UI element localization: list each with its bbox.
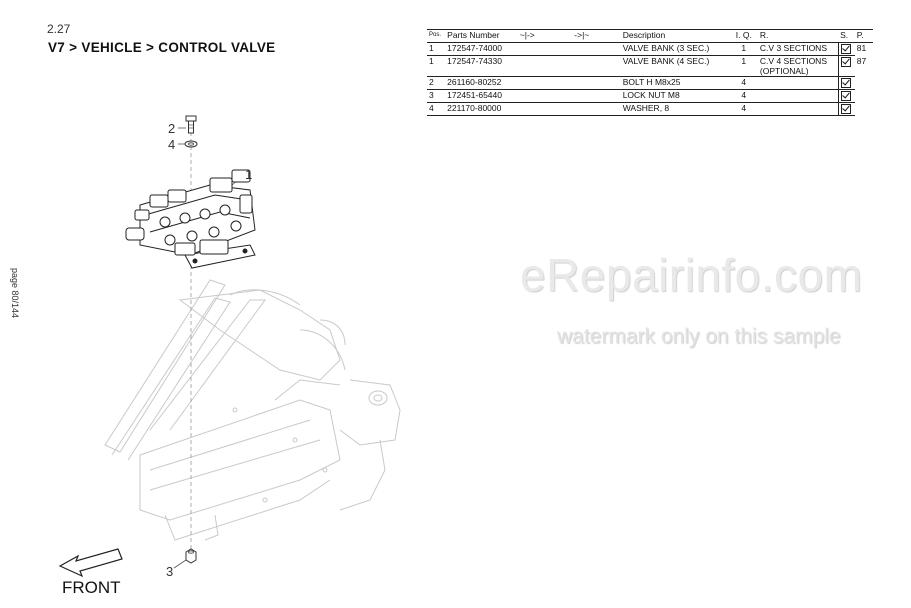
header-r: R. — [757, 29, 839, 43]
breadcrumb: V7 > VEHICLE > CONTROL VALVE — [48, 40, 276, 55]
cell-part-number[interactable]: 172547-74330 — [445, 55, 518, 77]
parts-table: Pos. Parts Number ~|-> ->|~ Description … — [427, 29, 873, 116]
watermark-subtext: watermark only on this sample — [557, 325, 841, 348]
washer-icon — [184, 140, 198, 148]
cell-description: VALVE BANK (4 SEC.) — [620, 55, 730, 77]
cell-iq: 4 — [729, 89, 758, 103]
cell-page-link[interactable] — [855, 103, 873, 116]
cell-r — [757, 89, 839, 103]
cell-iq: 4 — [729, 102, 758, 116]
cell-description: WASHER, 8 — [620, 102, 730, 116]
checkbox-icon[interactable] — [840, 91, 851, 101]
header-col-a: ~|-> — [517, 29, 573, 43]
callout-lock-nut: 3 — [166, 564, 174, 579]
cell-iq: 4 — [729, 76, 758, 90]
checkbox-icon[interactable] — [840, 57, 851, 67]
cell-pos: 4 — [427, 102, 446, 116]
page-indicator: page 80/144 — [10, 268, 20, 319]
cell-iq: 1 — [729, 55, 758, 77]
header-pos: Pos. — [427, 29, 446, 43]
table-row[interactable]: 3 172451-65440 LOCK NUT M8 4 — [427, 89, 873, 103]
header-s: S. — [838, 29, 855, 43]
vehicle-frame-outline — [104, 279, 401, 541]
cell-part-number[interactable]: 172547-74000 — [445, 42, 518, 56]
section-number: 2.27 — [47, 22, 71, 36]
checkbox-icon[interactable] — [840, 44, 851, 54]
front-label: FRONT — [62, 578, 121, 597]
callout-washer: 4 — [168, 137, 176, 152]
cell-page-link[interactable] — [855, 77, 873, 90]
header-part-number: Parts Number — [445, 29, 518, 43]
table-row[interactable]: 1 172547-74000 VALVE BANK (3 SEC.) 1 C.V… — [427, 42, 873, 56]
header-iq: I. Q. — [729, 29, 758, 43]
cell-page-link[interactable]: 87 — [856, 55, 867, 66]
header-description: Description — [620, 29, 730, 43]
bolt-icon — [185, 115, 197, 134]
header-col-b: ->|~ — [572, 29, 621, 43]
checkbox-icon[interactable] — [840, 104, 851, 114]
valve-bank-icon — [125, 169, 256, 269]
cell-description: LOCK NUT M8 — [620, 89, 730, 103]
cell-description: BOLT H M8x25 — [620, 76, 730, 90]
cell-r: C.V 3 SECTIONS — [757, 42, 839, 56]
lock-nut-icon — [185, 548, 197, 564]
table-header-row: Pos. Parts Number ~|-> ->|~ Description … — [427, 29, 873, 43]
callout-valve-bank: 1 — [245, 167, 253, 182]
callout-bolt: 2 — [168, 121, 176, 136]
cell-pos: 2 — [427, 76, 446, 90]
cell-page-link[interactable]: 81 — [856, 43, 867, 53]
table-row[interactable]: 2 261160-80252 BOLT H M8x25 4 — [427, 76, 873, 90]
checkbox-icon[interactable] — [840, 78, 851, 88]
table-row[interactable]: 4 221170-80000 WASHER, 8 4 — [427, 102, 873, 116]
cell-iq: 1 — [729, 42, 758, 56]
cell-page-link[interactable] — [855, 90, 873, 103]
cell-pos: 1 — [427, 42, 446, 56]
cell-pos: 3 — [427, 89, 446, 103]
cell-r: C.V 4 SECTIONS (OPTIONAL) — [757, 55, 839, 77]
watermark-text: eRepairinfo.com — [520, 249, 863, 301]
table-row[interactable]: 1 172547-74330 VALVE BANK (4 SEC.) 1 C.V… — [427, 55, 873, 77]
header-p: P. — [854, 29, 873, 43]
cell-part-number[interactable]: 261160-80252 — [445, 76, 518, 90]
cell-r — [757, 102, 839, 116]
cell-r — [757, 76, 839, 90]
cell-part-number[interactable]: 172451-65440 — [445, 89, 518, 103]
front-arrow-icon — [58, 548, 123, 578]
cell-description: VALVE BANK (3 SEC.) — [620, 42, 730, 56]
cell-part-number[interactable]: 221170-80000 — [445, 102, 518, 116]
cell-pos: 1 — [427, 55, 446, 77]
